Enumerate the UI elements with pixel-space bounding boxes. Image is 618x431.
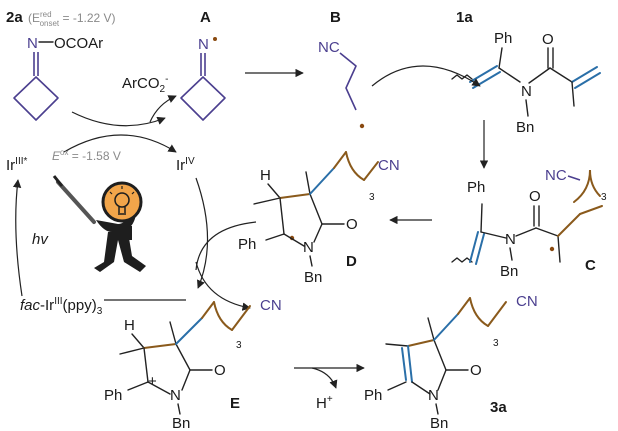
arrow-B-to-1a [371, 65, 481, 87]
arrow-to-carboxylate [149, 95, 177, 123]
arrow-hv-up [12, 179, 23, 297]
radical-dot-A [213, 37, 217, 41]
subscript-3-3a: 3 [493, 338, 499, 349]
benzyl-3a: Bn [430, 415, 448, 431]
carboxylate-byproduct: ArCO2- [122, 74, 168, 95]
excited-iridium: IrIII* [6, 156, 28, 174]
n-atom-3a: N [428, 387, 439, 404]
oxidation-potential: Eox = -1.58 V [52, 148, 121, 163]
carbonyl-o-C: O [529, 188, 541, 205]
iridium-iv: IrIV [176, 156, 195, 174]
benzyl-E: Bn [172, 415, 190, 431]
compound-2a-label: 2a [6, 9, 23, 26]
oxime-ester-group: OCOAr [54, 35, 103, 52]
compound-1a: 1a Ph N O Bn [451, 9, 601, 136]
compound-1a-label: 1a [456, 9, 473, 26]
nitrile-group-E: CN [260, 297, 282, 314]
compound-D: H 3 CN O N Ph Bn D [238, 151, 400, 286]
nitrile-group-3a: CN [516, 293, 538, 310]
benzyl-D: Bn [304, 269, 322, 286]
radical-dot-C [549, 246, 555, 252]
benzyl-1a: Bn [516, 119, 534, 136]
phenyl-D: Ph [238, 236, 256, 253]
cation-charge-E: + [148, 373, 157, 390]
phenyl-C: Ph [467, 179, 485, 196]
n-atom-1a: N [521, 83, 532, 100]
alkyl-chain-B [339, 52, 357, 111]
h-atom-D: H [260, 167, 271, 184]
nitrile-group-C: NC [545, 167, 567, 184]
compound-A: A N [180, 9, 226, 121]
carbonyl-o-E: O [214, 362, 226, 379]
compound-E: H 3 CN O + N Ph Bn E [104, 297, 282, 431]
wavy-bond-1a [451, 74, 473, 80]
nitrile-group-D: CN [378, 157, 400, 174]
carbonyl-o-1a: O [542, 31, 554, 48]
subscript-3-E: 3 [236, 340, 242, 351]
phenyl-E: Ph [104, 387, 122, 404]
catalyst-fac-ir: fac-IrIII(ppy)3 [20, 296, 103, 317]
arrow-proton-loss [311, 367, 338, 389]
oxime-n-atom-2a: N [27, 35, 38, 52]
phenyl-3a: Ph [364, 387, 382, 404]
compound-E-label: E [230, 395, 240, 412]
phenyl-1a: Ph [494, 30, 512, 47]
compound-B-label: B [330, 9, 341, 26]
photocatalytic-cycle: IrIII* IrIV Eox = -1.58 V hv fac-IrIII(p… [6, 134, 209, 317]
compound-B: B NC [318, 9, 365, 129]
cyclobutane-ring-2a [13, 76, 59, 121]
carbonyl-o-3a: O [470, 362, 482, 379]
n-atom-C: N [505, 231, 516, 248]
carbonyl-o-D: O [346, 216, 358, 233]
compound-D-label: D [346, 253, 357, 270]
h-atom-E: H [124, 317, 135, 334]
n-atom-E: N [170, 387, 181, 404]
benzyl-C: Bn [500, 263, 518, 280]
compound-3a-label: 3a [490, 399, 507, 416]
arrow-D-set [195, 221, 257, 271]
nitrile-group-B: NC [318, 39, 340, 56]
radical-dot-B [359, 123, 365, 129]
arrow-to-E [195, 261, 251, 311]
warrior-lightbulb-icon [52, 175, 146, 272]
compound-C-label: C [585, 257, 596, 274]
light-hv: hv [32, 231, 49, 248]
cyclobutane-ring-A [180, 76, 226, 121]
subscript-3-C: 3 [601, 192, 607, 203]
arrow-2a-to-A [71, 111, 166, 127]
compound-3a: 3 CN O N Ph Bn 3a [364, 293, 538, 431]
arrow-excited-to-iriv [63, 134, 177, 153]
arrow-iriv-down [195, 177, 209, 289]
subscript-3-D: 3 [369, 192, 375, 203]
n-atom-D: N [303, 239, 314, 256]
iminyl-n-atom: N [198, 36, 209, 53]
proton-byproduct: H+ [316, 394, 333, 412]
compound-A-label: A [200, 9, 211, 26]
compound-C: Ph N O 3 NC Bn C [451, 167, 607, 280]
